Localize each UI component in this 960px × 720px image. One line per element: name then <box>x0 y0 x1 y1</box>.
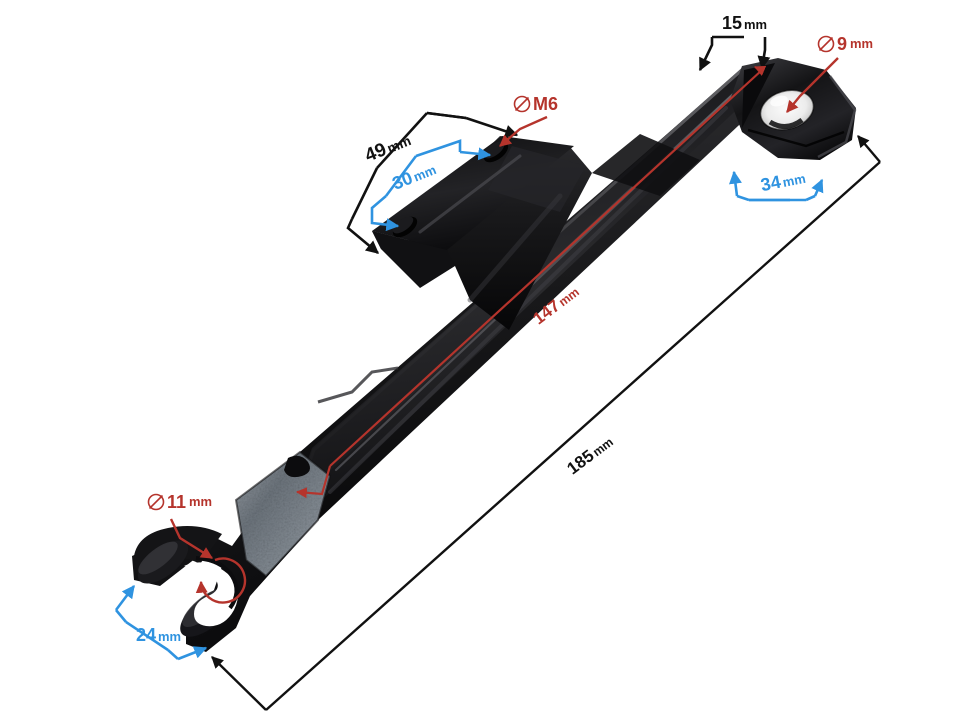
dimension-value-m6: M6 <box>533 94 559 114</box>
leader-line-11mm <box>169 518 247 604</box>
dimension-line-30mm <box>370 139 492 232</box>
dimension-value-34mm: 34 <box>758 171 783 196</box>
diameter-symbol-icon <box>513 95 531 113</box>
dimension-line-147mm <box>295 65 767 499</box>
bracket-fork-end <box>132 450 332 652</box>
dimension-unit-9mm: mm <box>850 35 874 51</box>
dimension-unit-24mm: mm <box>158 629 182 644</box>
dimension-line-49mm <box>346 111 519 254</box>
dimension-unit-11mm: mm <box>189 493 213 509</box>
dimension-line-34mm <box>729 170 824 202</box>
dimension-value-15mm: 15 <box>722 13 743 33</box>
dimension-line-185mm <box>211 135 881 711</box>
dimension-label-m6: M6 <box>512 94 558 114</box>
diameter-symbol-icon <box>817 35 835 53</box>
dimension-line-15mm <box>698 35 771 72</box>
leader-line-m6 <box>499 115 548 147</box>
dimension-value-9mm: 9 <box>837 34 848 54</box>
diameter-symbol-icon <box>147 493 165 511</box>
leader-line-9mm <box>786 57 839 113</box>
dimension-unit-15mm: mm <box>744 17 768 32</box>
dimension-value-11mm: 11 <box>167 492 187 512</box>
dimension-value-24mm: 24 <box>136 625 157 645</box>
bracket-mounting-eye <box>730 58 857 160</box>
dimension-line-24mm <box>114 584 208 661</box>
bracket-mounting-plate <box>372 134 700 330</box>
